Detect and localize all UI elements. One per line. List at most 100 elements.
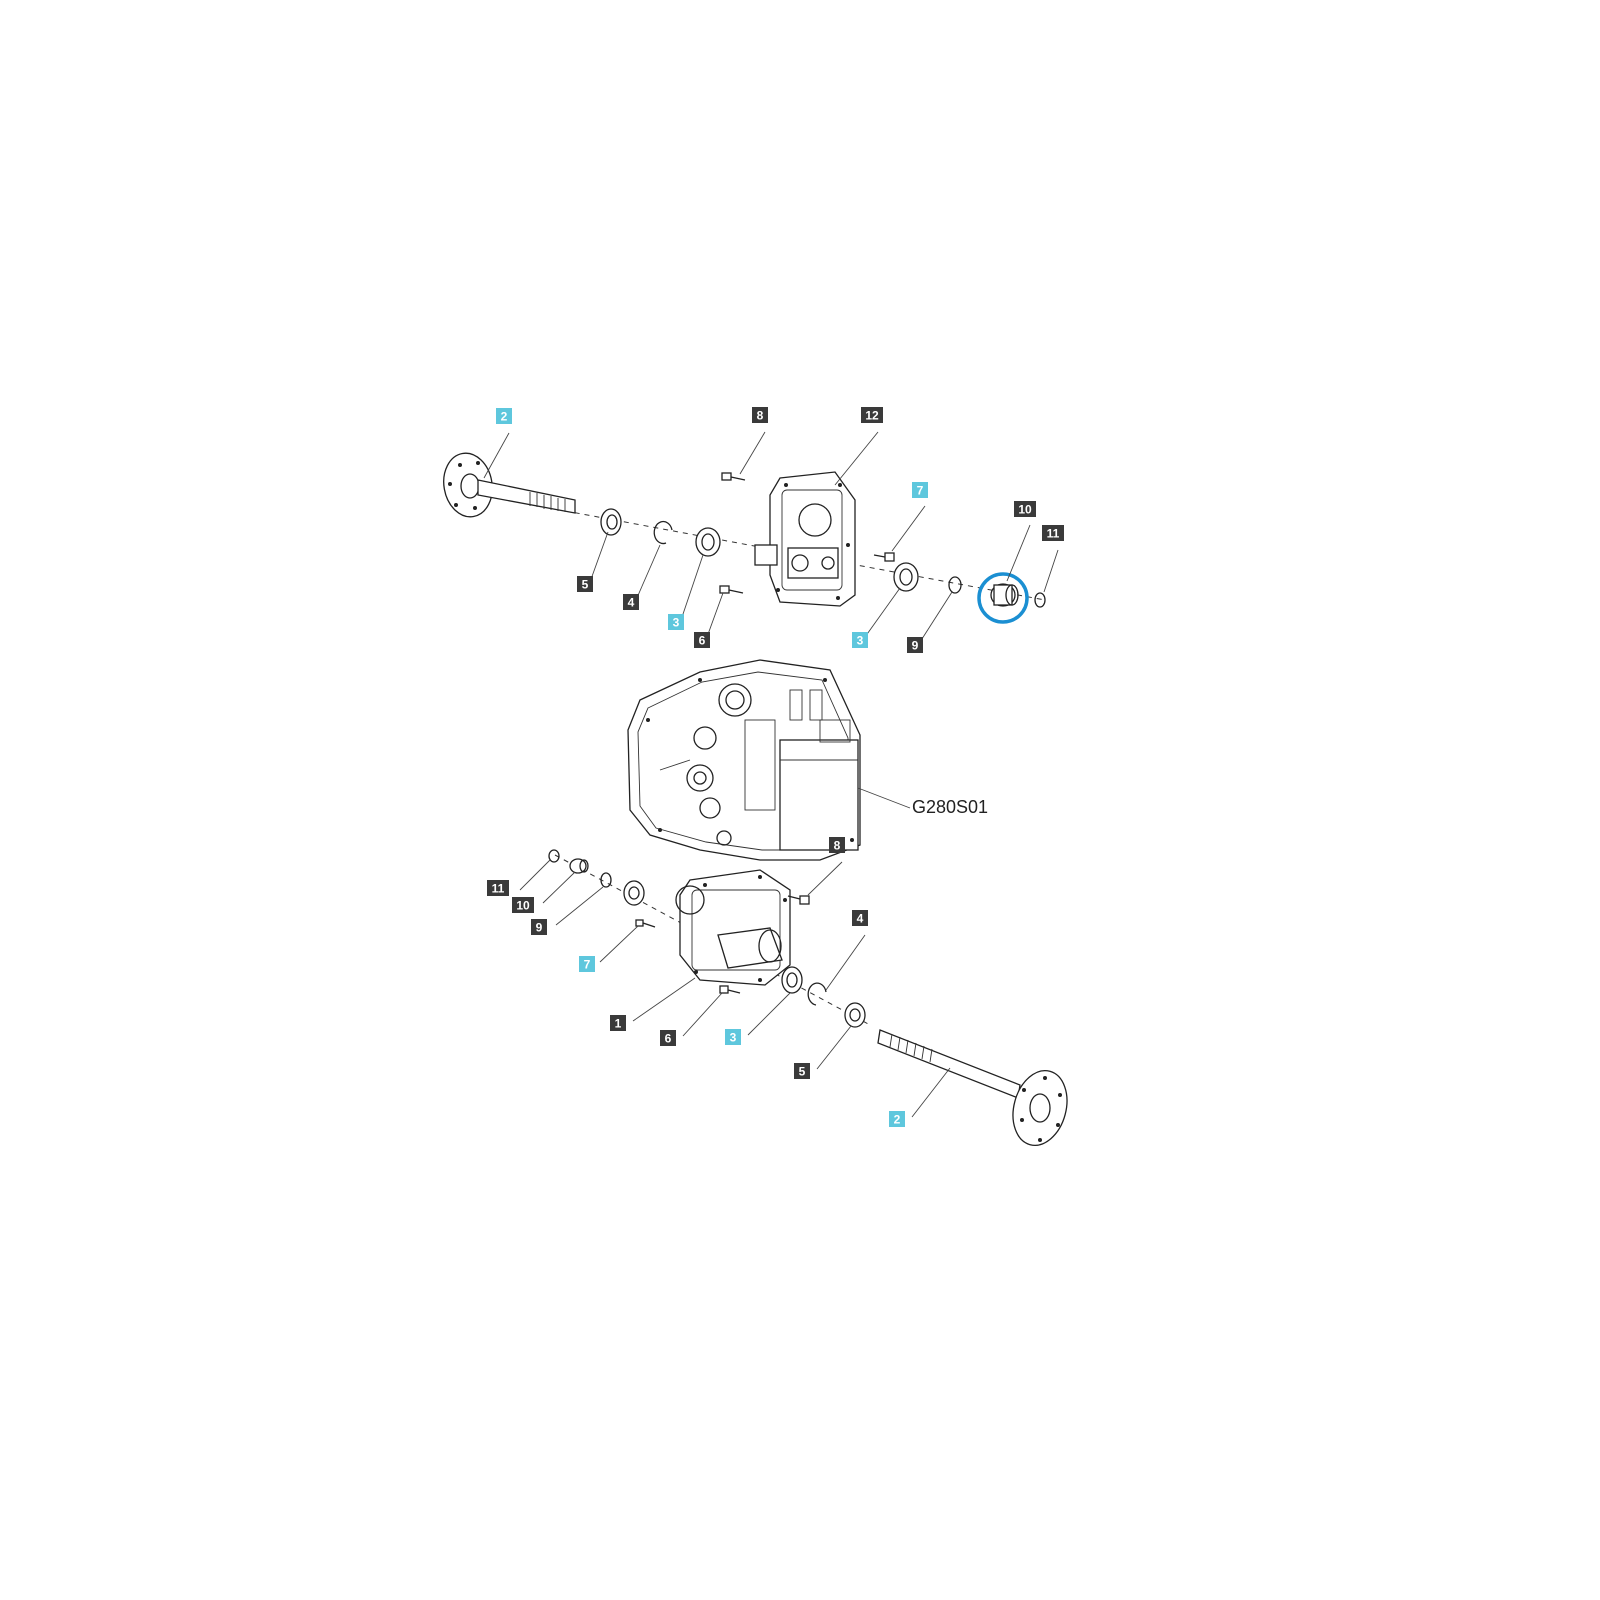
callout-tag-box	[610, 1015, 626, 1031]
callout-c-bot-11: 11	[487, 880, 509, 896]
callout-c-bot-10: 10	[512, 897, 534, 913]
callout-tag-box	[623, 594, 639, 610]
callout-c-bot-4: 4	[852, 910, 868, 926]
top-assembly	[443, 452, 1046, 624]
callout-tag-box	[889, 1111, 905, 1127]
callout-tag-box	[725, 1029, 741, 1045]
callout-tag-box	[660, 1030, 676, 1046]
bottom-cover-plate	[675, 869, 791, 986]
callout-tag-number: 2	[501, 410, 508, 424]
callout-tag-number: 9	[912, 639, 919, 653]
callout-tag-box	[794, 1063, 810, 1079]
top-bolt-6	[719, 585, 744, 594]
callout-tag-number: 9	[536, 921, 543, 935]
callout-c-top-2: 2	[496, 408, 512, 424]
callout-c-top-3a: 3	[668, 614, 684, 630]
callout-c-top-5: 5	[577, 576, 593, 592]
bottom-bush	[569, 858, 589, 874]
top-bearing-left	[695, 527, 721, 557]
callout-tag-box	[694, 632, 710, 648]
bottom-bearing-right	[781, 966, 803, 994]
top-bearing-right	[893, 562, 919, 592]
callout-c-top-8: 8	[752, 407, 768, 423]
top-o-ring	[1034, 592, 1046, 608]
callout-tag-box	[752, 407, 768, 423]
callout-c-bot-1: 1	[610, 1015, 626, 1031]
bottom-bolt-6	[719, 985, 741, 994]
bottom-snap-ring	[600, 872, 612, 888]
gear-housing	[627, 659, 861, 861]
callout-tag-number: 4	[628, 596, 635, 610]
top-bolt-7	[873, 552, 895, 562]
callout-tag-number: 8	[757, 409, 764, 423]
callout-tag-box	[512, 897, 534, 913]
callout-c-bot-7: 7	[579, 956, 595, 972]
callout-tag-box	[668, 614, 684, 630]
callout-c-top-11: 11	[1042, 525, 1064, 541]
top-axle-shaft	[443, 452, 576, 518]
callout-tag-box	[861, 407, 883, 423]
top-bolt-8	[721, 472, 746, 481]
callout-c-top-6: 6	[694, 632, 710, 648]
top-seal	[600, 508, 622, 536]
callout-c-top-12: 12	[861, 407, 883, 423]
callout-tag-number: 8	[834, 839, 841, 853]
callout-tag-box	[912, 482, 928, 498]
leader-lines	[483, 431, 1059, 1118]
callout-tag-number: 11	[1047, 527, 1060, 541]
bottom-assembly	[548, 849, 1068, 1146]
bottom-bolt-7	[635, 919, 656, 928]
callout-c-bot-6: 6	[660, 1030, 676, 1046]
bottom-o-ring	[548, 849, 560, 863]
callout-tag-number: 3	[673, 616, 680, 630]
callout-tag-box	[852, 910, 868, 926]
callout-tag-number: 10	[516, 899, 530, 913]
bottom-axle-shaft	[877, 1029, 1068, 1146]
callout-c-bot-3: 3	[725, 1029, 741, 1045]
callout-tag-number: 3	[730, 1031, 737, 1045]
callout-c-top-10: 10	[1014, 501, 1036, 517]
callout-c-bot-5: 5	[794, 1063, 810, 1079]
highlight-ring	[977, 572, 1029, 624]
callout-c-bot-9: 9	[531, 919, 547, 935]
callout-tag-number: 7	[917, 484, 924, 498]
callout-c-top-7: 7	[912, 482, 928, 498]
bottom-bolt-8	[787, 895, 810, 905]
top-bush	[977, 572, 1029, 624]
bottom-bearing-left	[623, 880, 645, 906]
callout-c-bot-8: 8	[829, 837, 845, 853]
callout-tag-box	[577, 576, 593, 592]
top-cover-plate	[754, 471, 856, 607]
callout-tag-number: 7	[584, 958, 591, 972]
callout-tag-box	[579, 956, 595, 972]
callout-tag-box	[1014, 501, 1036, 517]
top-snap-ring	[948, 576, 962, 594]
top-assembly-axis	[554, 508, 1046, 601]
callout-tag-number: 2	[894, 1113, 901, 1127]
callout-tag-box	[1042, 525, 1064, 541]
callout-tag-number: 12	[865, 409, 879, 423]
callout-tag-box	[852, 632, 868, 648]
callout-c-top-9: 9	[907, 637, 923, 653]
callout-tag-box	[829, 837, 845, 853]
callout-tag-box	[487, 880, 509, 896]
callout-tag-box	[907, 637, 923, 653]
callout-tags: 2 8 12 7 10 11 5 4 3 6 3 9 8 11 10 9 4 7 1 6 3 5 2	[487, 407, 1064, 1127]
callout-tag-number: 1	[615, 1017, 622, 1031]
callout-tag-number: 4	[857, 912, 864, 926]
bottom-seal	[844, 1002, 866, 1028]
callout-tag-number: 5	[799, 1065, 806, 1079]
callout-c-bot-2: 2	[889, 1111, 905, 1127]
bottom-circlip	[807, 982, 827, 1006]
callout-tag-number: 6	[665, 1032, 672, 1046]
callout-tag-number: 6	[699, 634, 706, 648]
callout-tag-box	[496, 408, 512, 424]
callout-tag-box	[531, 919, 547, 935]
callout-tag-number: 3	[857, 634, 864, 648]
callout-tag-number: 11	[492, 882, 505, 896]
callout-c-top-4: 4	[623, 594, 639, 610]
callout-c-top-3b: 3	[852, 632, 868, 648]
top-circlip	[653, 520, 673, 545]
figure-code: G280S01	[912, 797, 988, 817]
